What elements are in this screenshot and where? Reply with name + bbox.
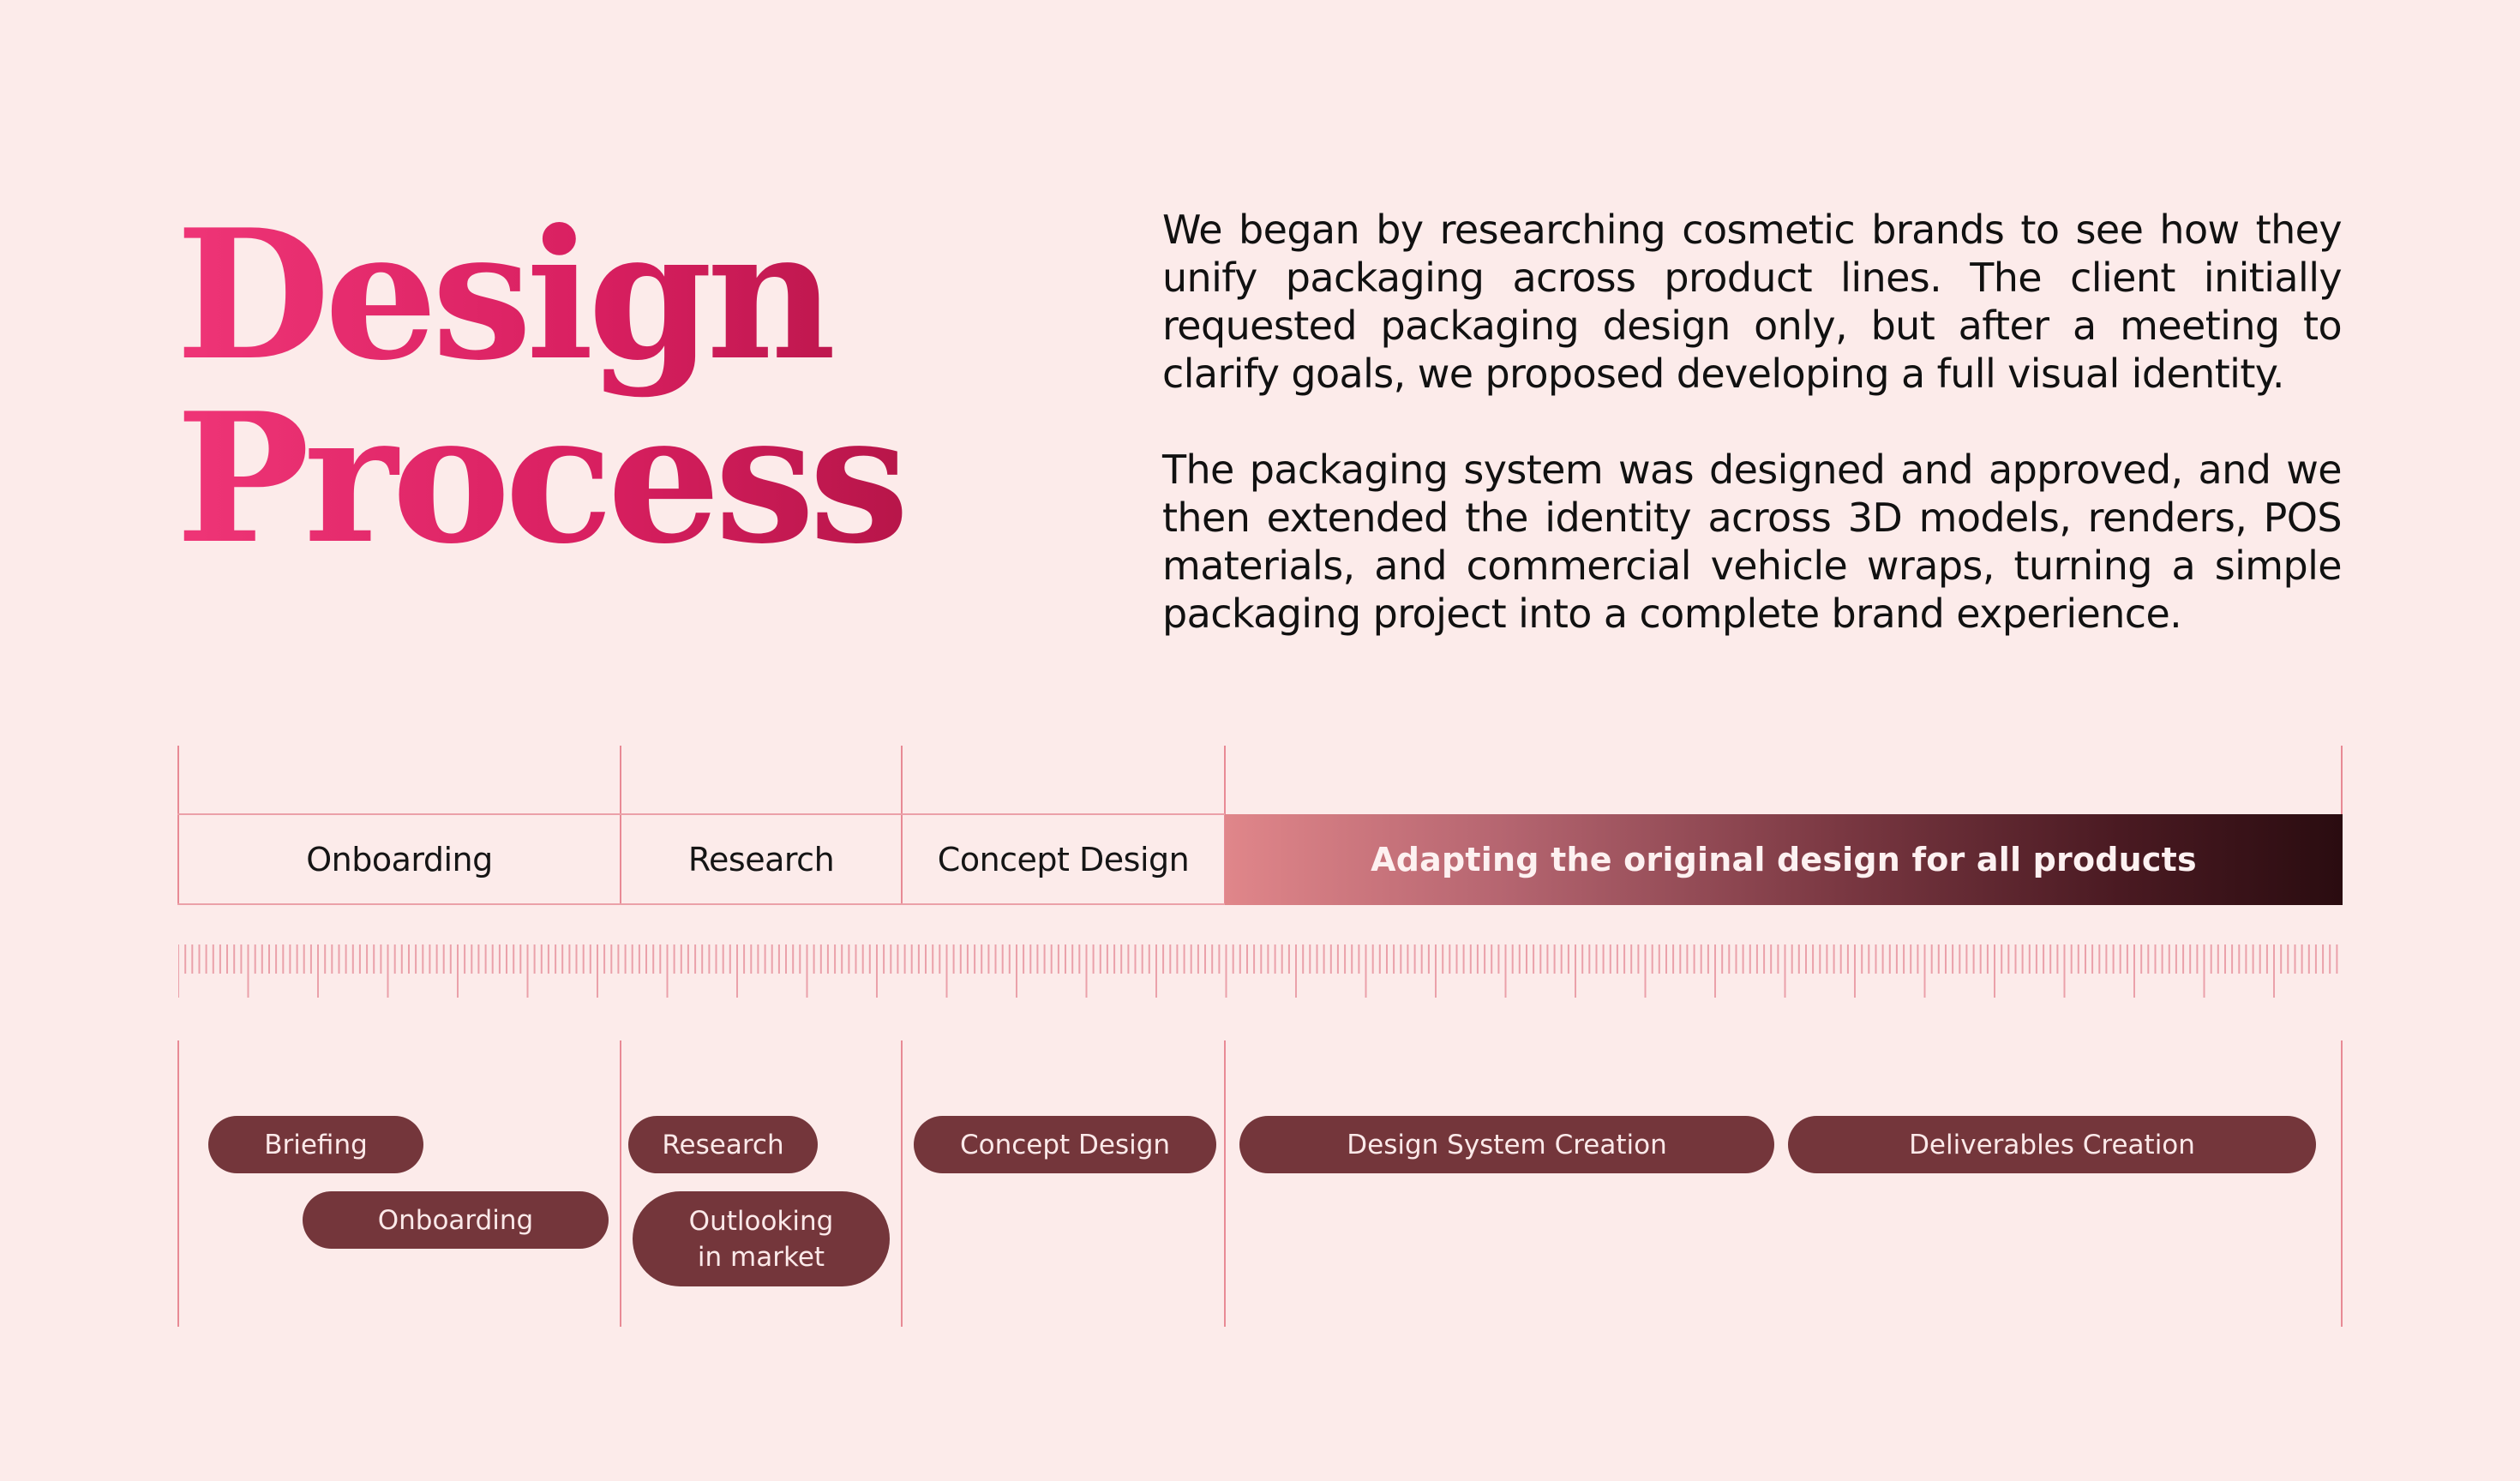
page-title: Design Process <box>176 204 947 571</box>
task-design-system-creation: Design System Creation <box>1239 1116 1774 1173</box>
phase-concept-design: Concept Design <box>937 841 1190 878</box>
task-concept-design: Concept Design <box>914 1116 1216 1173</box>
task-research: Research <box>628 1116 818 1173</box>
lane-divider <box>1224 1040 1226 1327</box>
task-onboarding: Onboarding <box>303 1191 609 1249</box>
title-line-1: Design <box>176 191 831 400</box>
task-outlooking-in-market: Outlooking in market <box>633 1191 890 1286</box>
intro-paragraph-1: We began by researching cosmetic brands … <box>1162 207 2343 397</box>
lane-divider <box>620 1040 621 1327</box>
task-briefing: Briefing <box>208 1116 423 1173</box>
phase-divider <box>620 746 621 905</box>
lane-divider <box>901 1040 903 1327</box>
intro-text: We began by researching cosmetic brands … <box>1162 206 2343 638</box>
task-deliverables-creation: Deliverables Creation <box>1788 1116 2316 1173</box>
timeline-ruler <box>178 944 2338 998</box>
lane-divider <box>2341 1040 2343 1327</box>
intro-paragraph-2: The packaging system was designed and ap… <box>1162 447 2343 637</box>
phase-onboarding: Onboarding <box>306 841 493 878</box>
phase-adapting-design: Adapting the original design for all pro… <box>1225 814 2343 905</box>
phase-divider <box>901 746 903 905</box>
phase-row-top-border <box>177 813 1225 815</box>
title-line-2: Process <box>176 375 903 584</box>
phase-divider <box>177 746 179 905</box>
lane-divider <box>177 1040 179 1327</box>
phase-research: Research <box>687 841 835 878</box>
